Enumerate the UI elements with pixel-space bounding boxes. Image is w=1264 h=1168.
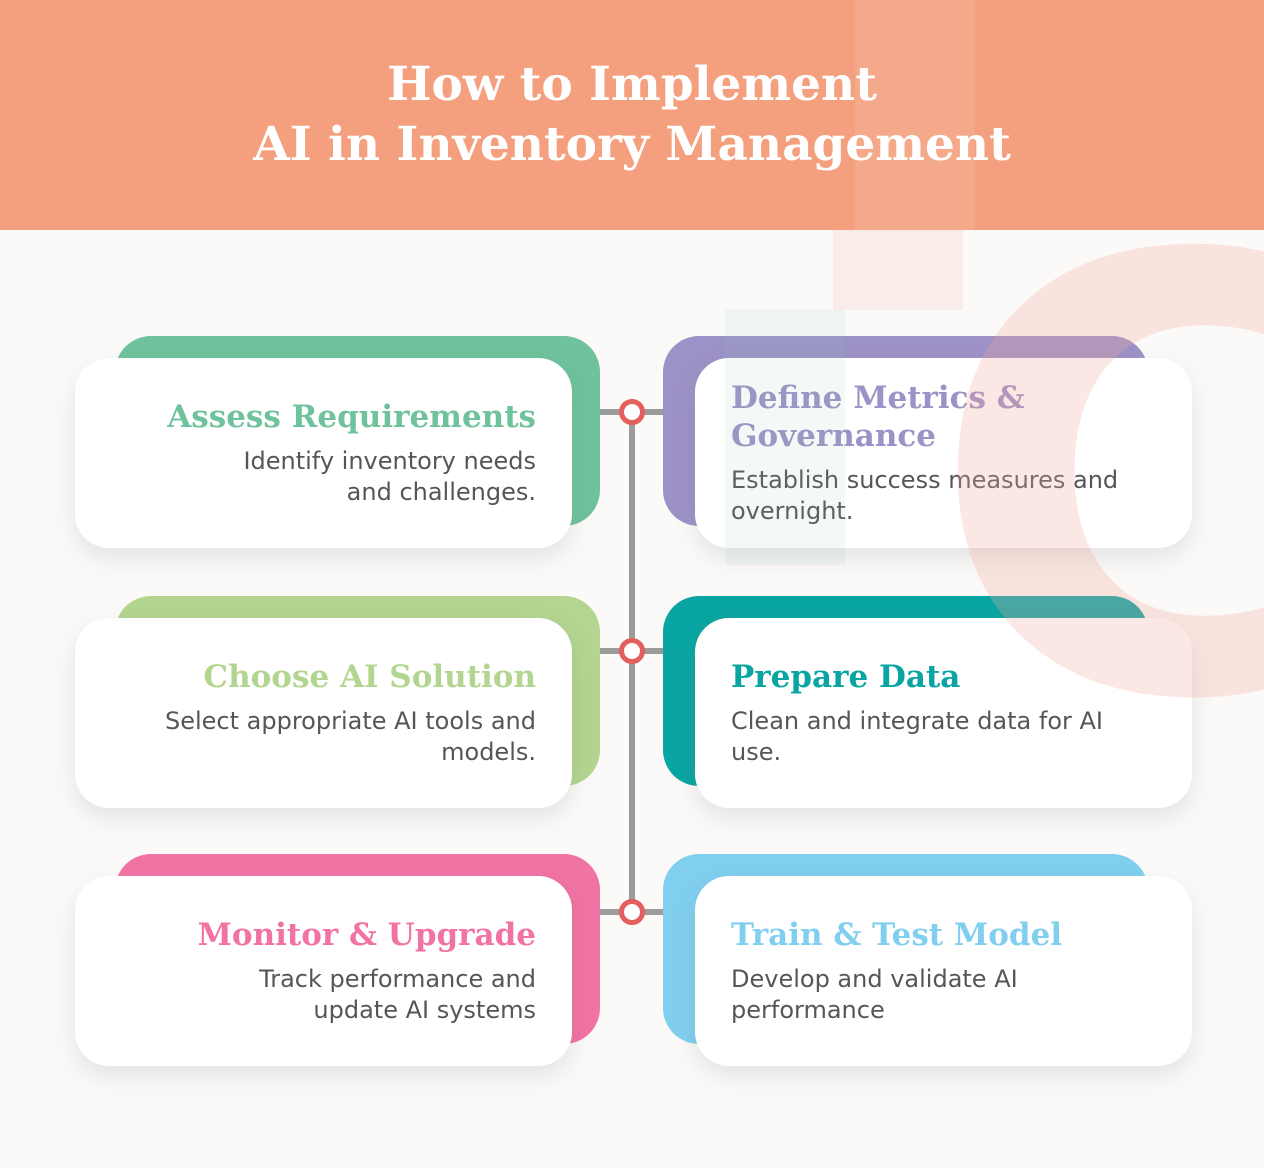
step-card-assess-requirements: Assess Requirements Identify inventory n…	[75, 336, 600, 548]
page-title: How to Implement AI in Inventory Managem…	[253, 55, 1011, 175]
header-light-strip	[855, 0, 975, 230]
card-description: Establish success measures and overnight…	[731, 466, 1119, 525]
page-title-line1: How to Implement	[387, 57, 877, 112]
step-card-choose-ai-solution: Choose AI Solution Select appropriate AI…	[75, 596, 600, 808]
background-tile-pink	[833, 230, 963, 310]
card-body: Choose AI Solution Select appropriate AI…	[75, 618, 572, 808]
card-body: Train & Test Model Develop and validate …	[695, 876, 1192, 1066]
card-title: Assess Requirements	[167, 399, 536, 435]
card-description: Develop and validate AI performance	[731, 965, 1018, 1024]
card-body: Define Metrics & Governance Establish su…	[695, 358, 1192, 548]
card-description: Identify inventory needs and challenges.	[243, 447, 536, 506]
timeline-node-2	[619, 638, 645, 664]
step-card-monitor-upgrade: Monitor & Upgrade Track performance and …	[75, 854, 600, 1066]
card-title: Monitor & Upgrade	[197, 917, 536, 953]
card-body: Assess Requirements Identify inventory n…	[75, 358, 572, 548]
timeline-node-3	[619, 899, 645, 925]
background-tile-mint	[725, 310, 845, 565]
card-description: Track performance and update AI systems	[259, 965, 536, 1024]
card-title: Prepare Data	[731, 659, 961, 695]
card-title: Choose AI Solution	[203, 659, 536, 695]
card-title: Define Metrics & Governance	[731, 380, 1025, 454]
step-card-define-metrics-governance: Define Metrics & Governance Establish su…	[663, 336, 1192, 548]
card-title: Train & Test Model	[731, 917, 1063, 953]
step-card-prepare-data: Prepare Data Clean and integrate data fo…	[663, 596, 1192, 808]
card-body: Monitor & Upgrade Track performance and …	[75, 876, 572, 1066]
header-banner: How to Implement AI in Inventory Managem…	[0, 0, 1264, 230]
card-description: Select appropriate AI tools and models.	[164, 707, 536, 766]
step-card-train-test-model: Train & Test Model Develop and validate …	[663, 854, 1192, 1066]
page-title-line2: AI in Inventory Management	[253, 117, 1011, 172]
card-body: Prepare Data Clean and integrate data fo…	[695, 618, 1192, 808]
timeline-node-1	[619, 399, 645, 425]
card-description: Clean and integrate data for AI use.	[731, 707, 1103, 766]
